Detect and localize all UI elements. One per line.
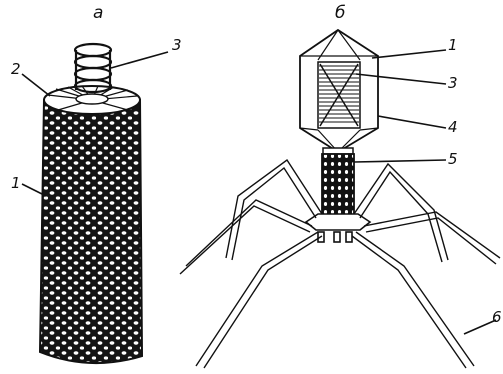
leader-b-1 (372, 50, 446, 58)
label-a-1: 1 (11, 174, 21, 192)
leader-a-2 (22, 74, 50, 96)
leader-b-4 (378, 116, 446, 128)
phage-nucleic-acid (318, 62, 360, 128)
leader-a-3 (111, 52, 168, 68)
label-a-2: 2 (11, 60, 21, 78)
label-a-3: 3 (172, 36, 182, 54)
phage-tail (322, 154, 354, 216)
panel-b: б (180, 3, 502, 368)
panel-b-title: б (335, 3, 345, 23)
panel-a-title: а (93, 3, 103, 23)
rod-center-hole (76, 94, 108, 104)
label-b-5: 5 (448, 150, 458, 168)
label-b-1: 1 (448, 36, 458, 54)
rod-virus-body (40, 100, 142, 363)
rod-nucleic-acid-coil (75, 44, 111, 92)
label-b-6: 6 (492, 308, 502, 326)
panel-a: а 2 (11, 3, 182, 363)
label-b-3: 3 (448, 74, 458, 92)
label-b-4: 4 (448, 118, 458, 136)
leader-b-5 (354, 160, 446, 162)
